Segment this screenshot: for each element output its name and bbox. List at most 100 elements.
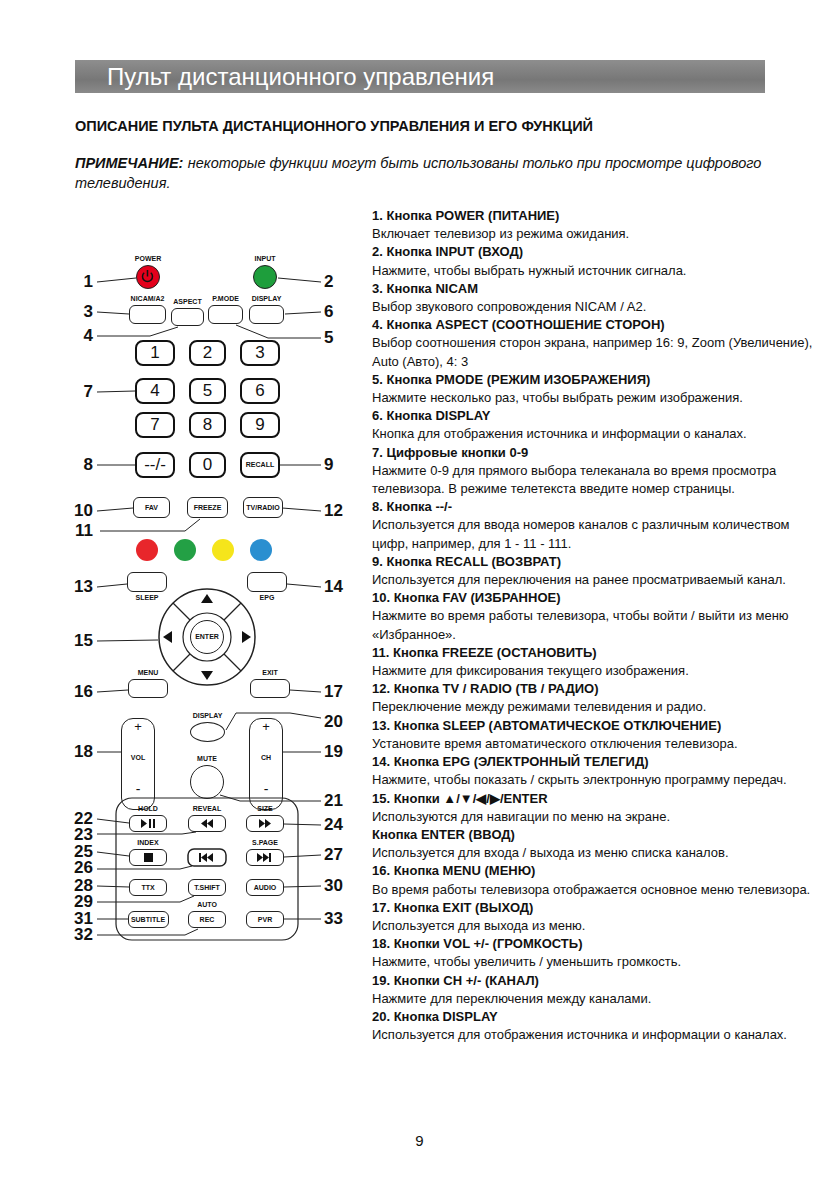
remote-button: SUBTITLE	[128, 911, 169, 928]
item-text: Кнопка для отображения источника и инфор…	[372, 425, 824, 443]
button-text: 9	[255, 416, 264, 434]
item-text: Нажмите во время работы телевизора, чтоб…	[372, 607, 824, 643]
leader-line	[97, 886, 129, 887]
color-button	[212, 539, 234, 561]
button-label: DISPLAY	[193, 711, 223, 720]
remote-button: PVR	[246, 911, 284, 928]
item-text: Используется для переключения на ранее п…	[372, 571, 824, 589]
item-text: Нажмите, чтобы показать / скрыть электро…	[372, 771, 824, 789]
dpad-dividers	[173, 603, 241, 671]
color-button	[136, 539, 158, 561]
item-heading: 15. Кнопки ▲/▼/◀/▶/ENTER	[372, 790, 824, 808]
page-title: Пульт дистанционного управления	[107, 63, 494, 90]
button-face: 3	[242, 342, 278, 364]
button-label: NICAM/A2	[131, 294, 165, 303]
remote-button: REVEAL	[188, 815, 226, 832]
button-face: REC	[189, 912, 225, 927]
button-text: --/-	[144, 456, 166, 474]
button-face: 1	[137, 342, 173, 364]
button-label: P.MODE	[212, 294, 239, 303]
dpad-divider	[224, 603, 241, 620]
note: ПРИМЕЧАНИЕ:некоторые функции могут быть …	[75, 153, 765, 193]
remote-button: S.PAGE	[246, 849, 284, 866]
item-text: Во время работы телевизора отображается …	[372, 881, 824, 899]
button-face: --/-	[137, 454, 173, 476]
button-text: 4	[150, 382, 159, 400]
remote-button: INDEX	[129, 849, 167, 866]
leader-line	[226, 713, 321, 730]
callout-number: 16	[74, 683, 93, 701]
color-button	[250, 539, 272, 561]
item-text: Выбор соотношения сторон экрана, наприме…	[372, 334, 824, 370]
item-heading: 12. Кнопка TV / RADIO (ТВ / РАДИО)	[372, 680, 824, 698]
button-face: AUDIO	[247, 880, 283, 895]
digit-button: 3	[240, 340, 280, 366]
remote-body: POWERINPUTNICAM/A2ASPECTP.MODEDISPLAY123…	[93, 209, 341, 1091]
item-heading: 4. Кнопка ASPECT (СООТНОШЕНИЕ СТОРОН)	[372, 316, 824, 334]
remote-button: EPG	[247, 572, 287, 592]
item-text: Используется для входа / выхода из меню …	[372, 844, 824, 862]
button-face: PVR	[247, 912, 283, 927]
item-text: Нажмите для переключения между каналами.	[372, 990, 824, 1008]
callout-number: 19	[324, 743, 343, 761]
callout-number: 4	[84, 327, 93, 345]
button-text: 6	[255, 382, 264, 400]
button-text: 1	[150, 344, 159, 362]
callout-number: 13	[74, 578, 93, 596]
button-text: 5	[203, 382, 212, 400]
arrow-down	[201, 671, 213, 680]
leader-line	[97, 896, 194, 902]
button-face: FAV	[134, 498, 169, 517]
button-face: 8	[191, 414, 224, 436]
item-heading: 7. Цифровые кнопки 0-9	[372, 444, 824, 462]
button-face: 4	[137, 380, 173, 402]
button-label: SLEEP	[136, 593, 159, 602]
remote-button: FREEZE	[187, 497, 228, 518]
page-number: 9	[0, 1132, 839, 1149]
dpad-ring	[159, 589, 255, 685]
remote-button: POWER	[136, 265, 160, 289]
remote-button: INPUT	[253, 265, 277, 289]
callout-number: 8	[84, 456, 93, 474]
description-list: 1. Кнопка POWER (ПИТАНИЕ)Включает телеви…	[372, 207, 824, 1044]
item-heading: 17. Кнопка EXIT (ВЫХОД)	[372, 899, 824, 917]
leader-lines	[97, 278, 321, 935]
callout-number: 14	[324, 578, 343, 596]
callout-number: 6	[324, 303, 333, 321]
callout-number: 30	[324, 877, 343, 895]
button-label: INPUT	[255, 254, 276, 263]
forward-symbol	[265, 819, 271, 828]
leader-line	[97, 919, 129, 920]
item-heading: 13. Кнопка SLEEP (АВТОМАТИЧЕСКОЕ ОТКЛЮЧЕ…	[372, 717, 824, 735]
leader-line	[97, 832, 196, 834]
media-group-outline	[116, 798, 298, 940]
callout-number: 33	[324, 910, 343, 928]
remote-button: MENU	[128, 679, 168, 698]
item-text: Переключение между режимами телевидения …	[372, 698, 824, 716]
callout-number: 27	[324, 846, 343, 864]
button-text: FREEZE	[194, 504, 222, 512]
callout-number: 12	[324, 502, 343, 520]
leader-line	[284, 855, 321, 857]
callout-number: 3	[84, 303, 93, 321]
digit-button: --/-	[135, 452, 175, 478]
digit-button: 7	[135, 412, 175, 438]
power-symbol	[137, 266, 158, 287]
item-text: Нажмите для фиксирования текущего изобра…	[372, 662, 824, 680]
rocker-label: +	[262, 721, 270, 733]
callout-number: 7	[84, 383, 93, 401]
button-text: 0	[203, 456, 212, 474]
leader-line	[284, 886, 321, 887]
forward-symbol	[259, 819, 265, 828]
item-heading: 11. Кнопка FREEZE (ОСТАНОВИТЬ)	[372, 644, 824, 662]
leader-line	[97, 278, 136, 282]
callout-number: 5	[324, 329, 333, 347]
header-band: Пульт дистанционного управления	[75, 60, 765, 93]
rocker-label: -	[264, 783, 269, 795]
callout-number: 24	[324, 816, 343, 834]
leader-line	[97, 929, 198, 935]
button-label: MUTE	[197, 754, 217, 763]
prev-symbol	[207, 853, 213, 862]
button-label: INDEX	[137, 838, 158, 847]
callout-number: 11	[75, 522, 93, 540]
